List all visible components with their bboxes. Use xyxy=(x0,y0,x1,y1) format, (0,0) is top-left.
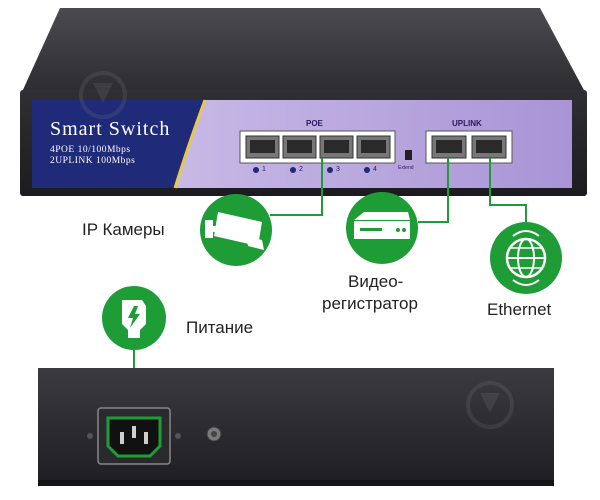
cctv-camera-icon xyxy=(200,194,272,266)
poe-ports xyxy=(239,130,396,173)
label-ip-cameras: IP Камеры xyxy=(82,220,165,239)
yellow-swoosh xyxy=(173,99,207,189)
power-socket xyxy=(87,407,181,465)
dvr-recorder-icon xyxy=(346,192,418,264)
line-to-dvr xyxy=(418,158,449,223)
poe-port-2 xyxy=(282,135,317,159)
extend-label: Extend xyxy=(398,165,414,171)
label-ethernet: Ethernet xyxy=(487,300,552,319)
watermark xyxy=(79,71,514,429)
spec-line-2: 2UPLINK 100Mbps xyxy=(50,156,136,166)
label-power: Питание xyxy=(186,318,254,337)
poe-port-4 xyxy=(356,135,391,159)
brand-block: Smart Switch 4POE 10/100Mbps 2UPLINK 100… xyxy=(50,118,170,166)
port-number-2: 2 xyxy=(299,166,303,173)
uplink-label: UPLINK xyxy=(452,119,482,128)
poe-port-1 xyxy=(245,135,280,159)
port-number-3: 3 xyxy=(336,166,340,173)
line-to-camera xyxy=(270,158,323,216)
label-dvr-line1: Видео- xyxy=(348,272,404,291)
spec-line-1: 4POE 10/100Mbps xyxy=(50,145,131,155)
port-number-4: 4 xyxy=(373,166,377,173)
globe-network-icon xyxy=(490,222,562,294)
port-number-1: 1 xyxy=(262,166,266,173)
label-dvr-line2: регистратор xyxy=(322,294,418,313)
line-to-ethernet xyxy=(489,158,527,222)
extend-switch xyxy=(405,150,412,160)
uplink-port-1 xyxy=(431,135,467,159)
power-plug-icon xyxy=(102,286,166,350)
switch-front xyxy=(20,8,587,196)
poe-port-3 xyxy=(319,135,354,159)
switch-back xyxy=(38,368,554,486)
switch-top-cover xyxy=(22,8,585,92)
uplink-ports xyxy=(425,130,513,164)
poe-label: POE xyxy=(306,119,323,128)
uplink-port-2 xyxy=(471,135,507,159)
brand-title: Smart Switch xyxy=(50,118,171,140)
